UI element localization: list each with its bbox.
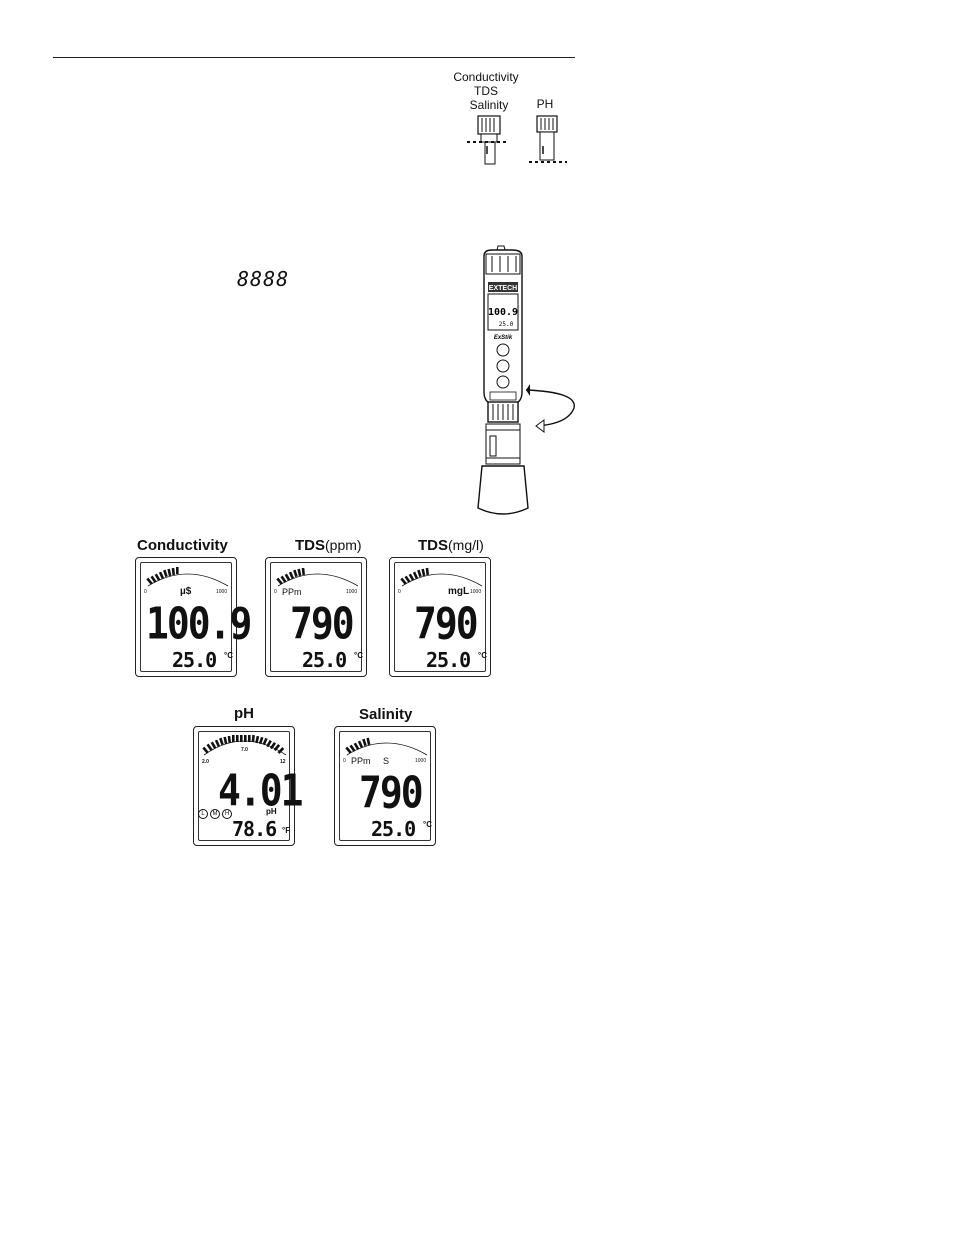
range-min-label: 0 [398,589,401,595]
display-title-tds-ppm: TDS(ppm) [295,537,362,554]
range-min-label: 0 [274,589,277,595]
display-title-salinity: Salinity [359,706,413,723]
range-max-label: 12 [280,759,286,765]
display-title-tds-mgl: TDS(mg/l) [418,537,484,554]
temperature-value: 25.0 [371,817,416,841]
lcd-tds-ppm: 0 1000 PPm 790 25.0 °C [265,557,367,677]
probe-label-conductivity: Conductivity [453,70,519,84]
temperature-value: 25.0 [172,648,217,672]
bargraph-arc [146,567,229,587]
bargraph-arc [276,567,359,587]
temperature-value: 25.0 [426,648,471,672]
bargraph-arc [202,734,287,756]
range-min-label: 0 [144,589,147,595]
meter-brand-text: EXTECH [489,285,517,292]
main-value: 4.01 [218,765,304,816]
temperature-unit: °C [423,820,432,829]
bargraph-arc [400,567,483,587]
cal-low-icon: L [198,809,208,819]
main-value: 790 [414,598,479,649]
temperature-unit: °C [224,651,233,660]
meter-screen-value: 100.9 [488,307,518,318]
cal-high-icon: H [222,809,232,819]
unit-label: PPm [351,756,371,766]
lcd-tds-mgl: 0 1000 mgL 790 25.0 °C [389,557,491,677]
probe-label-group-left: Conductivity TDS Salinity [448,70,524,112]
range-max-label: 1000 [415,758,427,764]
unit-label: PPm [282,587,302,597]
top-rule [53,57,575,58]
probe-label-salinity: Salinity [469,98,509,112]
meter-screen-temp: 25.0 [499,321,514,328]
range-max-label: 1000 [346,589,358,595]
main-value: 790 [290,598,355,649]
lcd-salinity: 0 1000 PPm S 790 25.0 °C [334,726,436,846]
bargraph-arc [345,737,428,756]
temperature-value: 25.0 [302,648,347,672]
main-value: 100.9 [146,598,252,649]
temperature-value: 78.6 [232,817,277,841]
range-max-label: 1000 [470,589,482,595]
ph-probe-icon [529,115,567,163]
probe-label-ph: PH [536,97,554,111]
temperature-unit: °C [354,651,363,660]
temperature-unit: °C [478,651,487,660]
meter-model-text: ExStik [494,335,513,341]
range-min-label: 2.0 [202,759,209,765]
main-value: 790 [359,767,424,818]
calibration-markers: L M H [198,809,232,819]
unit-label: µ$ [180,586,192,597]
range-min-label: 0 [343,758,346,764]
range-max-label: 1000 [216,589,228,595]
unit-label: pH [266,807,277,816]
cal-mid-icon: M [210,809,220,819]
unit-label: mgL [448,586,470,597]
probe-immersion-diagram [467,115,567,165]
display-title-ph: pH [234,705,254,722]
segment-test-display: 8888 [237,267,290,291]
probe-label-tds: TDS [474,84,498,98]
salinity-unit-label: S [383,756,390,766]
conductivity-probe-icon [467,115,507,165]
meter-illustration: EXTECH 100.9 25.0 ExStik [477,245,575,515]
lcd-ph: 2.0 7.0 12 4.01 L M H pH 78.6 °F [193,726,304,846]
display-title-conductivity: Conductivity [137,537,228,554]
temperature-unit: °F [282,826,291,835]
range-mid-label: 7.0 [241,747,248,753]
lcd-conductivity: 0 1000 µ$ 100.9 25.0 °C [135,557,252,677]
